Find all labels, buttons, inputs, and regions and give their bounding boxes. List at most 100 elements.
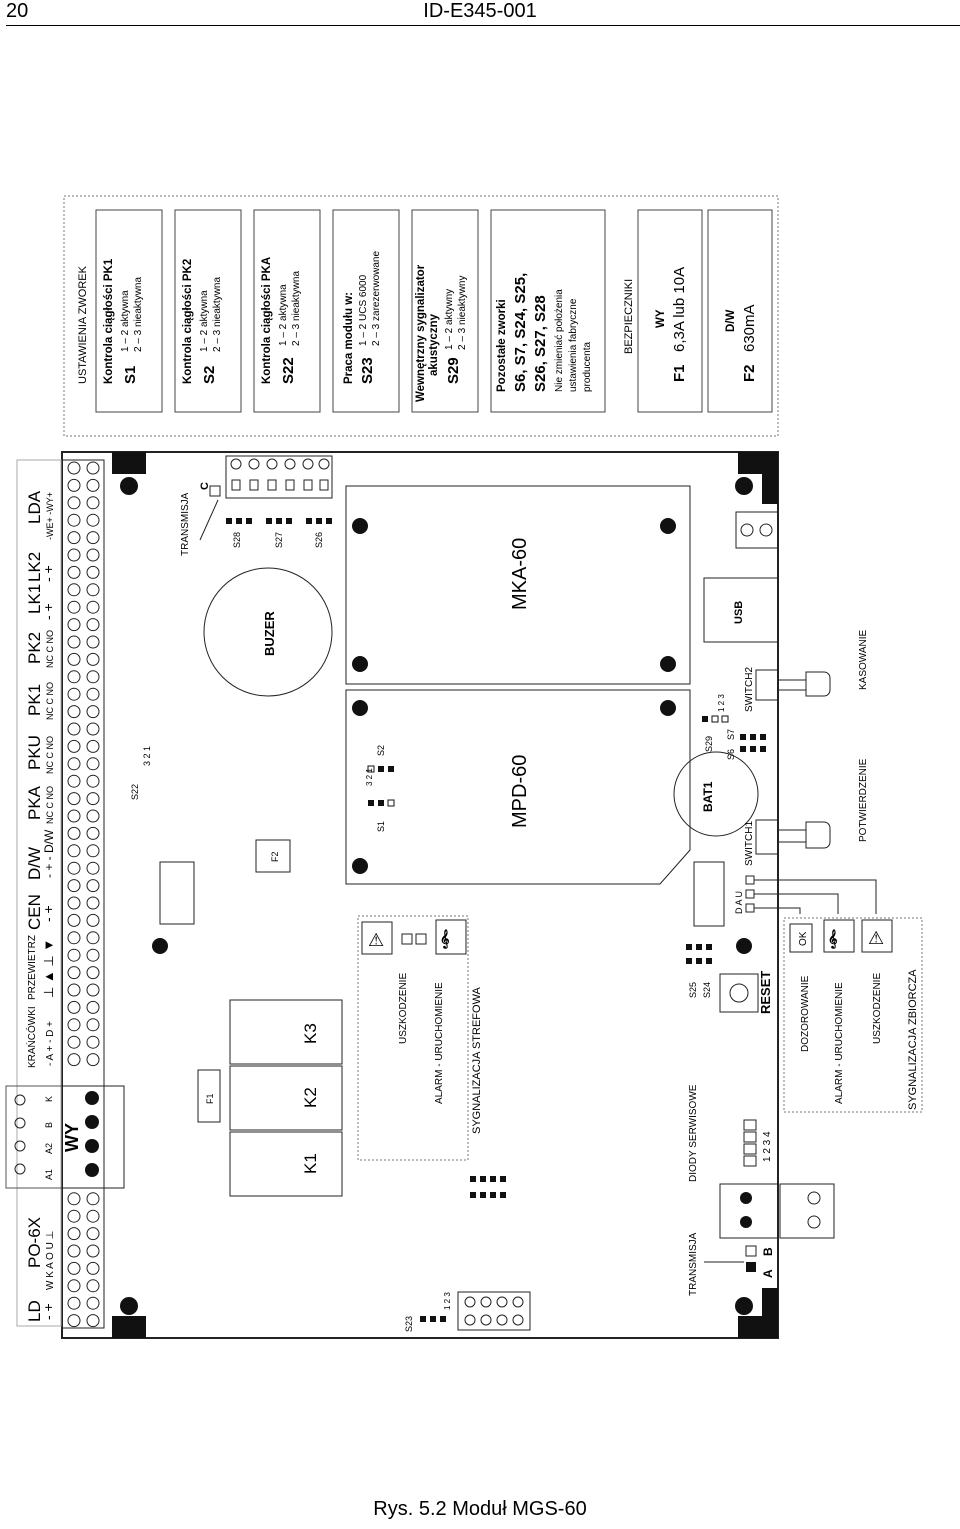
screw-terminal xyxy=(86,705,100,719)
group-lk1: LK1 xyxy=(25,584,44,614)
pins-dw: - + - D/W xyxy=(42,829,56,878)
setting-heading: Kontrola ciągłości PK2 xyxy=(182,259,194,384)
setting-heading: Kontrola ciągłości PK1 xyxy=(103,258,115,384)
screw-terminal xyxy=(67,792,81,806)
screw-terminal xyxy=(67,983,81,997)
pins-lda: -WE+ -WY+ xyxy=(45,492,55,540)
summary-signals: D A U OK 𝄞 ⚠ DOZOROWANIE ALARM - URUCHOM… xyxy=(693,861,923,1113)
wy-label: WY xyxy=(62,1123,82,1152)
screw-terminal xyxy=(67,948,81,962)
jumper-s6: S6 xyxy=(726,749,736,760)
jumper-s23: S23 xyxy=(404,1316,414,1332)
screw-terminal xyxy=(67,826,81,840)
setting-line: 1 – 2 UCS 6000 xyxy=(358,274,369,346)
screw-pair xyxy=(735,511,779,549)
screw-terminal xyxy=(67,844,81,858)
setting-heading: Pozostałe zworki xyxy=(496,299,508,392)
screw-terminal xyxy=(86,879,100,893)
fuse-heading: WY xyxy=(655,309,667,328)
finger-icon xyxy=(805,671,831,697)
screw-terminal xyxy=(86,652,100,666)
header-rule xyxy=(6,25,960,26)
wy-pin-b: B xyxy=(44,1122,54,1128)
screw-terminal xyxy=(67,1296,81,1310)
screw-terminal xyxy=(67,1053,81,1067)
screw-terminal xyxy=(67,635,81,649)
jumper-s26: S26 xyxy=(314,532,324,548)
screw-terminal xyxy=(86,1018,100,1032)
setting-label: S1 xyxy=(122,366,139,384)
screw-terminal xyxy=(86,722,100,736)
kasowanie-label: KASOWANIE xyxy=(858,629,869,690)
setting-box-s29: Wewnętrzny sygnalizator akustyczny S29 1… xyxy=(415,264,468,402)
pins-po6x: W K A O U ⊥ xyxy=(45,1231,56,1290)
screw-terminal xyxy=(86,913,100,927)
screw-terminal xyxy=(67,531,81,545)
setting-box-other: Pozostałe zworki S6, S7, S24, S25, S26, … xyxy=(496,273,593,392)
alarm-icon: 𝄞 xyxy=(440,929,449,950)
screw-terminal xyxy=(67,565,81,579)
screw-terminal xyxy=(86,1000,100,1014)
screw-terminal xyxy=(86,792,100,806)
pins-ld: - + xyxy=(40,1303,56,1320)
setting-heading: Wewnętrzny sygnalizator xyxy=(415,264,427,402)
fuse-box-f2: D/W F2 630mA xyxy=(725,304,758,382)
legend-alarm: ALARM - URUCHOMIENIE xyxy=(834,982,845,1104)
screw-terminal xyxy=(67,774,81,788)
jumper-s28: S28 xyxy=(232,532,242,548)
reset-label: RESET xyxy=(758,971,773,1014)
warning-icon: ⚠ xyxy=(868,928,884,948)
switch1[interactable]: SWITCH1 xyxy=(744,819,831,866)
screw-terminal xyxy=(86,548,100,562)
setting-line: 1 – 2 aktywny xyxy=(444,289,455,350)
reset[interactable]: RESET xyxy=(719,971,773,1014)
screw-terminal xyxy=(67,722,81,736)
pins-cen: - + xyxy=(40,905,56,922)
screw-terminal xyxy=(86,1314,100,1328)
screw-terminal xyxy=(67,1209,81,1223)
screw-terminal xyxy=(86,687,100,701)
setting-line: 1 – 2 aktywna xyxy=(278,284,289,346)
screw-terminal xyxy=(67,896,81,910)
s22-pins: 3 2 1 xyxy=(142,746,152,766)
transmisja-a: A xyxy=(761,1269,775,1278)
s23-area: S23 1 2 3 xyxy=(404,1176,531,1332)
group-pka: PKA xyxy=(25,785,44,820)
fuse-value: 630mA xyxy=(741,304,758,352)
screw-terminal xyxy=(86,1296,100,1310)
s22-jumper: S22 3 2 1 xyxy=(130,746,152,800)
legend-sygnalizacja-zbiorcza: SYGNALIZACJA ZBIORCZA xyxy=(907,969,919,1110)
screw-terminal xyxy=(86,983,100,997)
screw-terminal xyxy=(86,1279,100,1293)
group-krancowki: KRAŃCÓWKI xyxy=(25,1006,38,1068)
bat-label: BAT1 xyxy=(701,781,715,812)
terminal-labels: LD PO-6X KRAŃCÓWKI PRZEWIETRZ CEN D/W PK… xyxy=(25,490,56,1322)
screw-terminal xyxy=(86,844,100,858)
switch2[interactable]: SWITCH2 xyxy=(744,667,831,712)
setting-line: 1 – 2 aktywna xyxy=(199,290,210,352)
legend-dozorowanie: DOZOROWANIE xyxy=(800,975,811,1052)
jumper-s22: S22 xyxy=(130,784,140,800)
screw-terminal xyxy=(86,513,100,527)
relay-k2: K2 xyxy=(301,1087,320,1108)
setting-line: ustawienia fabryczne xyxy=(568,298,579,392)
screw-terminal xyxy=(86,948,100,962)
setting-line: 2 – 3 nieaktywny xyxy=(457,276,468,351)
group-pk2: PK2 xyxy=(25,632,44,664)
terminal-strip xyxy=(61,459,105,1329)
alarm-icon: 𝄞 xyxy=(828,929,837,950)
screw-terminal xyxy=(86,1227,100,1241)
zone-legend-alarm: ALARM - URUCHOMIENIE xyxy=(434,982,445,1104)
relay-k3: K3 xyxy=(301,1023,320,1044)
screw-terminal xyxy=(86,966,100,980)
group-lk2: LK2 xyxy=(25,552,44,582)
warning-icon: ⚠ xyxy=(368,930,384,950)
setting-heading: Praca modułu w: xyxy=(343,292,355,384)
screw-terminal xyxy=(67,600,81,614)
screw-terminal xyxy=(67,1261,81,1275)
pins-przewietrz: ⊥ ▲ ⊥ ▼ xyxy=(41,939,56,998)
usb: USB xyxy=(703,577,779,643)
screw-terminal xyxy=(86,565,100,579)
screw-terminal xyxy=(86,931,100,945)
